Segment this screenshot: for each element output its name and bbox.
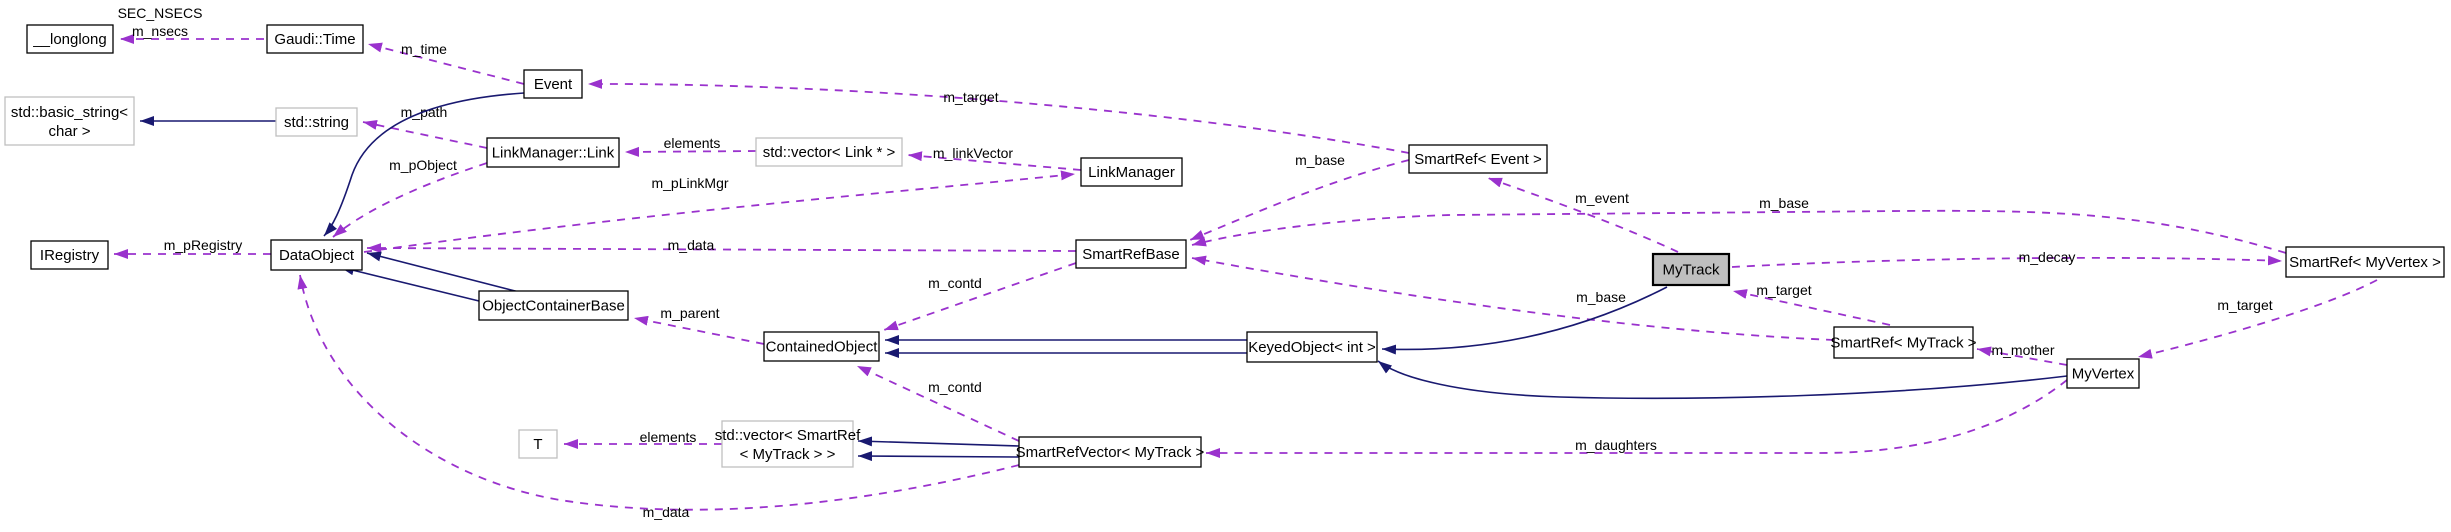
node-smartref-event[interactable]: SmartRef< Event > (1408, 144, 1548, 174)
edge-inherit-event (323, 92, 525, 237)
node-longlong[interactable]: __longlong (26, 24, 114, 54)
edge-m-decay: m_decay (1731, 249, 2283, 268)
edge-inherit-srv-a (857, 436, 1020, 447)
edge-inherit-srv-b (857, 451, 1020, 462)
node-label-smartrefvector-mytrack: SmartRefVector< MyTrack > (1016, 444, 1205, 461)
edge-label-m-contd-base: m_contd (928, 275, 982, 291)
node-label-iregistry: IRegistry (40, 247, 100, 264)
node-containedobject[interactable]: ContainedObject (763, 331, 880, 362)
edge-m-nsecs: SEC_NSECS m_nsecs (118, 5, 264, 44)
edge-label-m-data-base: m_data (668, 237, 715, 253)
node-label-linkmanager-link: LinkManager::Link (492, 145, 615, 162)
edge-m-daughters: m_daughters (1206, 379, 2068, 458)
node-label-mytrack: MyTrack (1663, 262, 1720, 279)
edge-label-elements-link: elements (664, 135, 721, 151)
edge-m-event: m_event (1487, 177, 1679, 253)
edge-m-linkvector: m_linkVector (907, 145, 1082, 171)
edge-label-m-time: m_time (401, 41, 447, 57)
node-label-t: T (533, 436, 542, 453)
node-t: T (518, 429, 558, 459)
node-label-std-vector-link: std::vector< Link * > (763, 144, 896, 161)
node-label-keyedobject-int: KeyedObject< int > (1248, 339, 1376, 356)
node-label-smartref-mytrack: SmartRef< MyTrack > (1830, 335, 1976, 352)
node-label-containedobject: ContainedObject (766, 339, 879, 356)
node-label-event: Event (534, 76, 573, 93)
edge-inherit-ocb-a (366, 251, 524, 294)
node-linkmanager[interactable]: LinkManager (1080, 157, 1183, 187)
edge-m-contd-base: m_contd (883, 262, 1077, 331)
edge-inherit-mytrack (1381, 286, 1668, 355)
edge-label-m-plinkmgr: m_pLinkMgr (651, 175, 728, 191)
edge-label-m-decay: m_decay (2019, 249, 2076, 265)
node-label-std-string: std::string (284, 114, 349, 131)
edge-label-m-data-vector: m_data (643, 504, 690, 520)
edge-m-target-mytrack: m_target (1732, 282, 1891, 326)
edge-m-mother: m_mother (1976, 342, 2068, 366)
node-mytrack: MyTrack (1651, 252, 1731, 287)
edge-m-base-event: m_base (1189, 152, 1410, 241)
node-smartref-myvertex[interactable]: SmartRef< MyVertex > (2285, 246, 2445, 278)
node-smartrefvector-mytrack[interactable]: SmartRefVector< MyTrack > (1016, 436, 1205, 468)
edge-m-data-base: m_data (366, 237, 1077, 254)
node-myvertex[interactable]: MyVertex (2066, 358, 2140, 389)
node-label-smartref-myvertex: SmartRef< MyVertex > (2289, 254, 2441, 271)
edge-label-m-contd-vector: m_contd (928, 379, 982, 395)
edge-m-pobject: m_pObject (332, 157, 488, 238)
node-iregistry[interactable]: IRegistry (30, 240, 109, 270)
node-smartrefbase[interactable]: SmartRefBase (1075, 239, 1187, 269)
edge-m-target-myvertex: m_target (2137, 279, 2378, 359)
edge-m-pregistry: m_pRegistry (114, 237, 271, 259)
edge-m-target-event: m_target (587, 78, 1410, 154)
edge-label-m-base-myvertex: m_base (1759, 195, 1809, 211)
edge-m-base-myvertex: m_base (1191, 195, 2287, 254)
edge-label-m-pregistry: m_pRegistry (164, 237, 243, 253)
edge-m-time: m_time (367, 41, 525, 85)
node-label-objectcontainerbase: ObjectContainerBase (482, 298, 625, 315)
edge-label-m-daughters: m_daughters (1575, 437, 1657, 453)
edge-label-m-base-mytrack: m_base (1576, 289, 1626, 305)
edge-elements-link: elements (624, 135, 757, 157)
edge-label-m-target-mytrack: m_target (1756, 282, 1811, 298)
edge-label-m-target-myvertex: m_target (2217, 297, 2272, 313)
edge-m-data-vector: m_data (297, 274, 1020, 520)
edge-inherit-myvertex (1377, 360, 2068, 400)
node-label-gaudi-time: Gaudi::Time (274, 31, 355, 48)
node-label-longlong: __longlong (32, 31, 106, 48)
edge-label-m-parent: m_parent (660, 305, 719, 321)
node-gaudi-time[interactable]: Gaudi::Time (266, 24, 364, 54)
edge-label-m-mother: m_mother (1991, 342, 2054, 358)
node-keyedobject-int[interactable]: KeyedObject< int > (1246, 331, 1378, 363)
node-std-string: std::string (275, 107, 358, 137)
node-label-smartrefbase: SmartRefBase (1082, 246, 1180, 263)
edge-label-m-linkvector: m_linkVector (933, 145, 1013, 161)
node-label-std-vector-smartref: std::vector< SmartRef< MyTrack > > (715, 427, 861, 463)
edge-label-elements-t: elements (640, 429, 697, 445)
node-label-std-basic-string: std::basic_string<char > (11, 104, 128, 140)
edge-m-base-mytrack: m_base (1191, 255, 1835, 341)
node-std-vector-link: std::vector< Link * > (755, 137, 903, 167)
node-std-vector-smartref: std::vector< SmartRef< MyTrack > > (715, 420, 861, 468)
node-smartref-mytrack[interactable]: SmartRef< MyTrack > (1830, 326, 1977, 359)
node-objectcontainerbase[interactable]: ObjectContainerBase (478, 290, 629, 321)
edge-label-m-nsecs-1: m_nsecs (132, 23, 188, 39)
edge-label-m-target-event: m_target (943, 89, 998, 105)
edge-m-parent: m_parent (633, 305, 765, 345)
node-dataobject[interactable]: DataObject (270, 239, 363, 271)
edge-inherit-ocb-b (339, 265, 480, 302)
node-std-basic-string: std::basic_string<char > (4, 96, 135, 146)
edge-label-m-base-event: m_base (1295, 152, 1345, 168)
edge-m-plinkmgr: m_pLinkMgr (363, 170, 1076, 253)
node-event[interactable]: Event (523, 69, 583, 99)
node-label-myvertex: MyVertex (2072, 366, 2135, 383)
edge-label-m-nsecs-0: SEC_NSECS (118, 5, 203, 21)
edge-m-contd-vector: m_contd (856, 365, 1020, 442)
node-linkmanager-link[interactable]: LinkManager::Link (486, 137, 620, 168)
node-label-dataobject: DataObject (279, 247, 355, 264)
node-label-smartref-event: SmartRef< Event > (1414, 151, 1542, 168)
node-label-linkmanager: LinkManager (1088, 164, 1175, 181)
edge-label-m-pobject: m_pObject (389, 157, 457, 173)
edge-elements-t: elements (564, 429, 722, 449)
edge-label-m-event: m_event (1575, 190, 1629, 206)
